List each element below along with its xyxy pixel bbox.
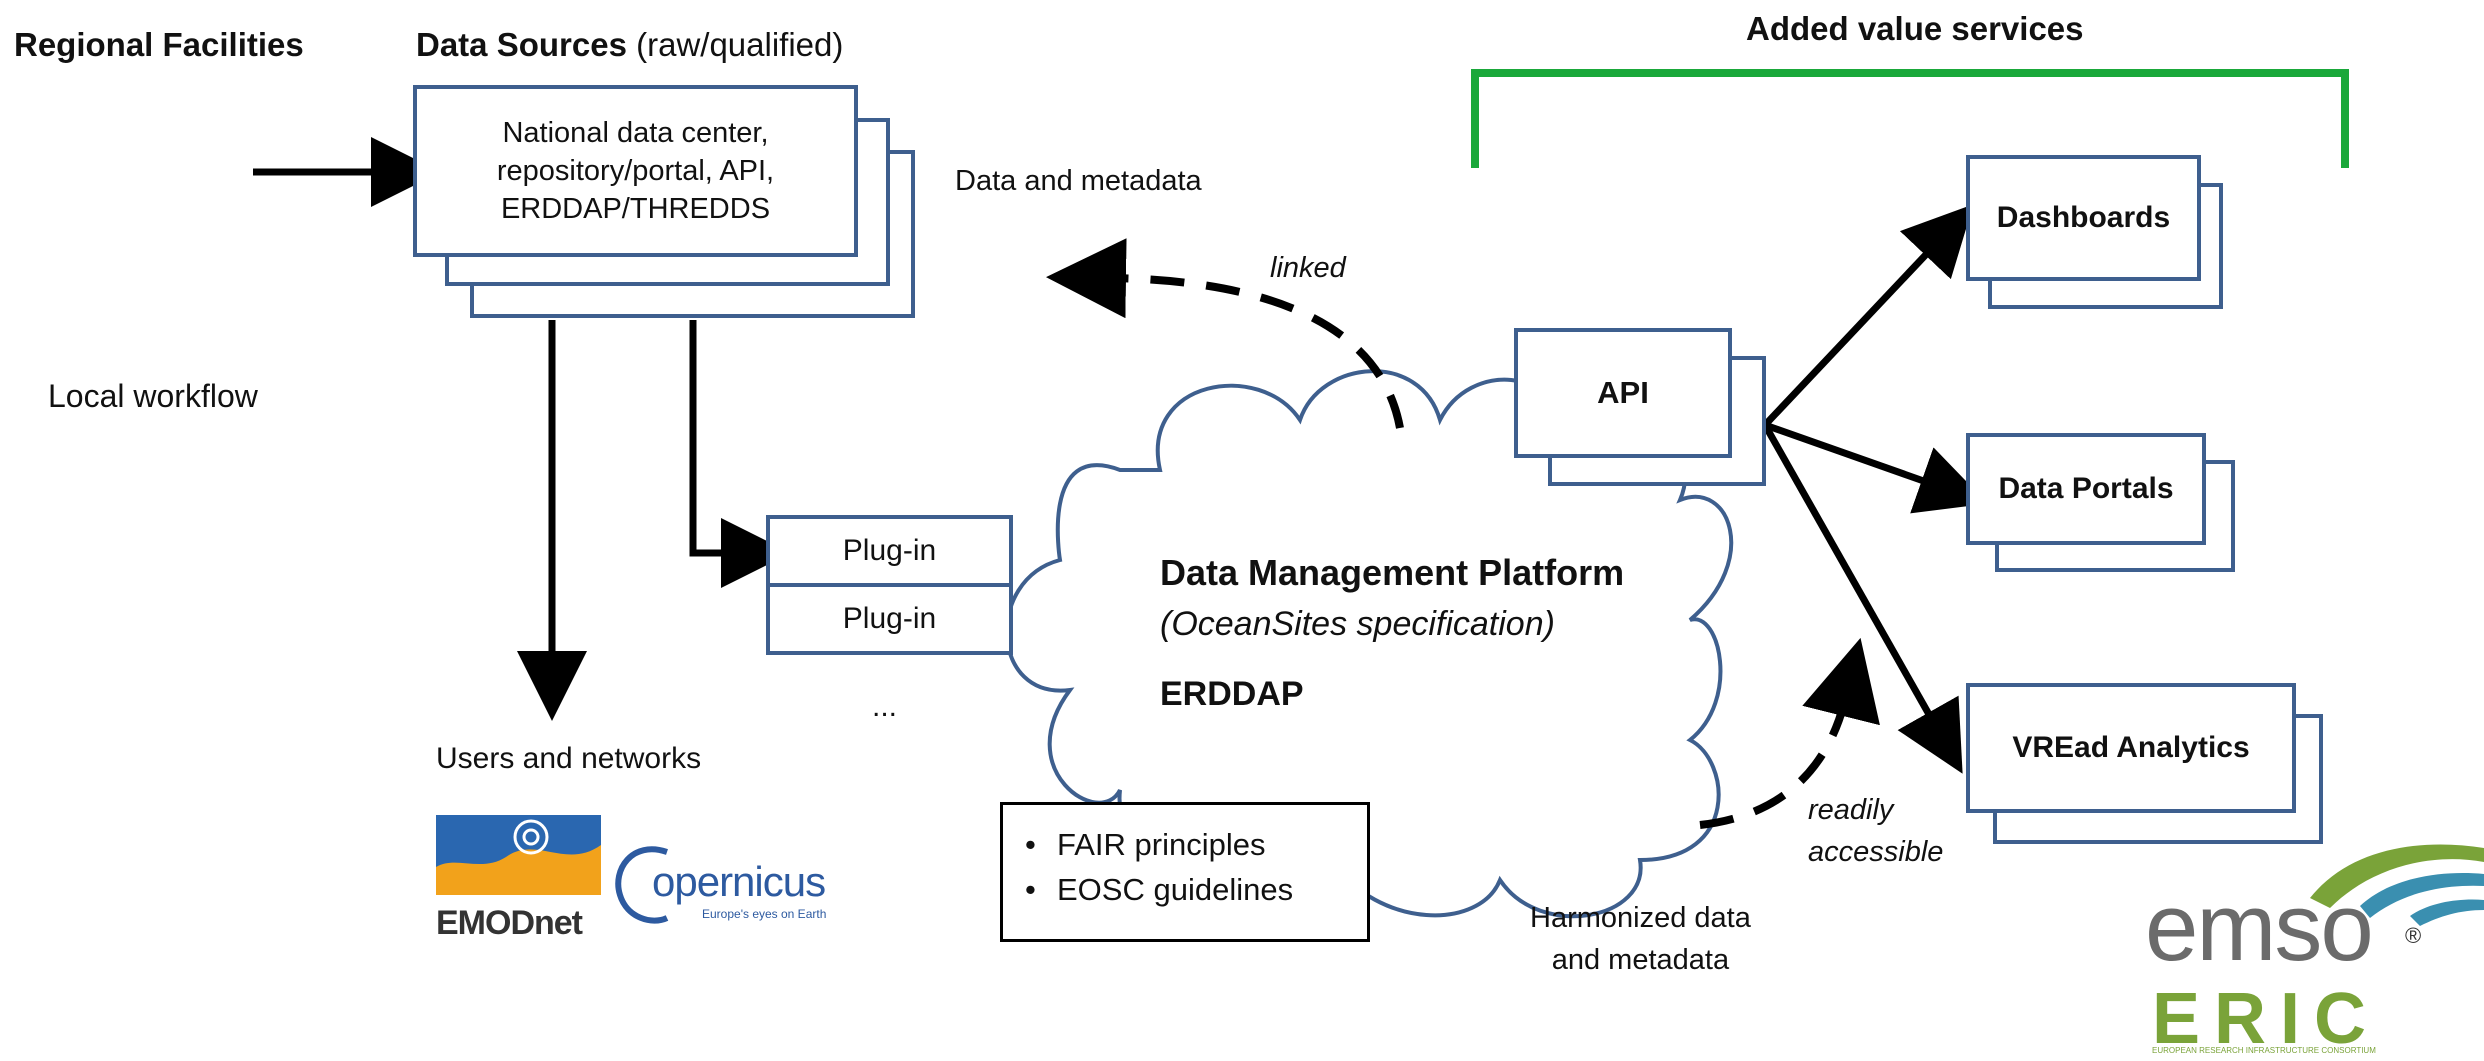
- eric-wordmark: ERIC: [2152, 979, 2381, 1059]
- data-and-metadata-label: Data and metadata: [955, 165, 1202, 197]
- platform-engine: ERDDAP: [1160, 675, 1304, 713]
- principle-label-2: EOSC guidelines: [1057, 871, 1294, 907]
- copernicus-tagline: Europe's eyes on Earth: [702, 907, 827, 921]
- data-sources-header: Data Sources (raw/qualified): [416, 26, 843, 64]
- emodnet-mark-icon: [436, 815, 601, 895]
- emodnet-wordmark: EMODnet: [436, 904, 583, 942]
- bullet-icon: •: [1025, 871, 1036, 907]
- analytics-label: VREad Analytics: [2012, 731, 2250, 764]
- copernicus-c-icon: [615, 846, 669, 924]
- data-portals-label: Data Portals: [1998, 472, 2174, 505]
- added-value-services-header: Added value services: [1746, 10, 2084, 47]
- api-box: API: [1514, 328, 1732, 458]
- plugin-ellipsis: ...: [872, 690, 898, 723]
- platform-cloud: [1004, 369, 1734, 919]
- api-to-analytics-arrow: [1761, 423, 1963, 774]
- data-sources-line-2: repository/portal, API,: [496, 154, 775, 187]
- emodnet-logo: EMODnet: [436, 815, 601, 942]
- platform-title: Data Management Platform: [1160, 552, 1625, 593]
- accessible-label: accessible: [1808, 836, 1944, 868]
- added-value-bracket: [1471, 69, 2349, 168]
- plugin-arrow: [689, 320, 791, 588]
- data-sources-line-3: ERDDAP/THREDDS: [500, 193, 771, 226]
- platform-subtitle: (OceanSites specification): [1160, 605, 1555, 643]
- copernicus-wordmark: opernicus: [652, 858, 826, 905]
- plugin-box-2: Plug-in: [766, 583, 1013, 655]
- accessible-arrow: [1699, 637, 1880, 829]
- data-sources-box: National data center, repository/portal,…: [413, 85, 858, 257]
- harmonized-label: Harmonized data and metadata: [1530, 897, 1751, 981]
- linked-label: linked: [1270, 252, 1346, 284]
- linked-arrow: [1046, 238, 1404, 429]
- users-and-networks-label: Users and networks: [436, 742, 702, 775]
- principle-item-2: • EOSC guidelines: [1025, 868, 1367, 913]
- regional-facilities-header: Regional Facilities: [14, 26, 304, 63]
- data-portals-box: Data Portals: [1966, 433, 2206, 545]
- plugin-label-2: Plug-in: [842, 602, 937, 635]
- emso-swoosh-icon: [2310, 844, 2484, 926]
- plugin-label-1: Plug-in: [842, 534, 937, 567]
- plugin-box-1: Plug-in: [766, 515, 1013, 587]
- principle-label-1: FAIR principles: [1057, 827, 1266, 862]
- data-sources-qualifier: (raw/qualified): [636, 26, 844, 63]
- data-sources-title: Data Sources: [416, 26, 627, 63]
- bullet-icon: •: [1025, 827, 1036, 862]
- emso-wordmark: emso: [2145, 874, 2374, 981]
- copernicus-logo: opernicus Europe's eyes on Earth: [612, 840, 842, 930]
- analytics-box: VREad Analytics: [1966, 683, 2296, 813]
- api-to-dashboards-arrow: [1762, 204, 1974, 428]
- principles-box: • FAIR principles • EOSC guidelines: [1000, 802, 1370, 942]
- principle-item-1: • FAIR principles: [1025, 823, 1367, 868]
- readily-label: readily: [1808, 794, 1894, 826]
- registered-mark: ®: [2405, 923, 2422, 948]
- eric-tagline: EUROPEAN RESEARCH INFRASTRUCTURE CONSORT…: [2152, 1046, 2376, 1055]
- dashboards-label: Dashboards: [1996, 201, 2171, 234]
- dashboards-box: Dashboards: [1966, 155, 2201, 281]
- data-sources-line-1: National data center,: [502, 116, 769, 149]
- emso-eric-logo: emso ® ERIC EUROPEAN RESEARCH INFRASTRUC…: [2140, 828, 2484, 1059]
- api-label: API: [1597, 375, 1649, 410]
- harmonized-line-2: and metadata: [1551, 944, 1730, 977]
- api-to-portals-arrow: [1763, 421, 1988, 514]
- local-workflow-label: Local workflow: [48, 378, 258, 414]
- harmonized-line-1: Harmonized data: [1530, 902, 1751, 934]
